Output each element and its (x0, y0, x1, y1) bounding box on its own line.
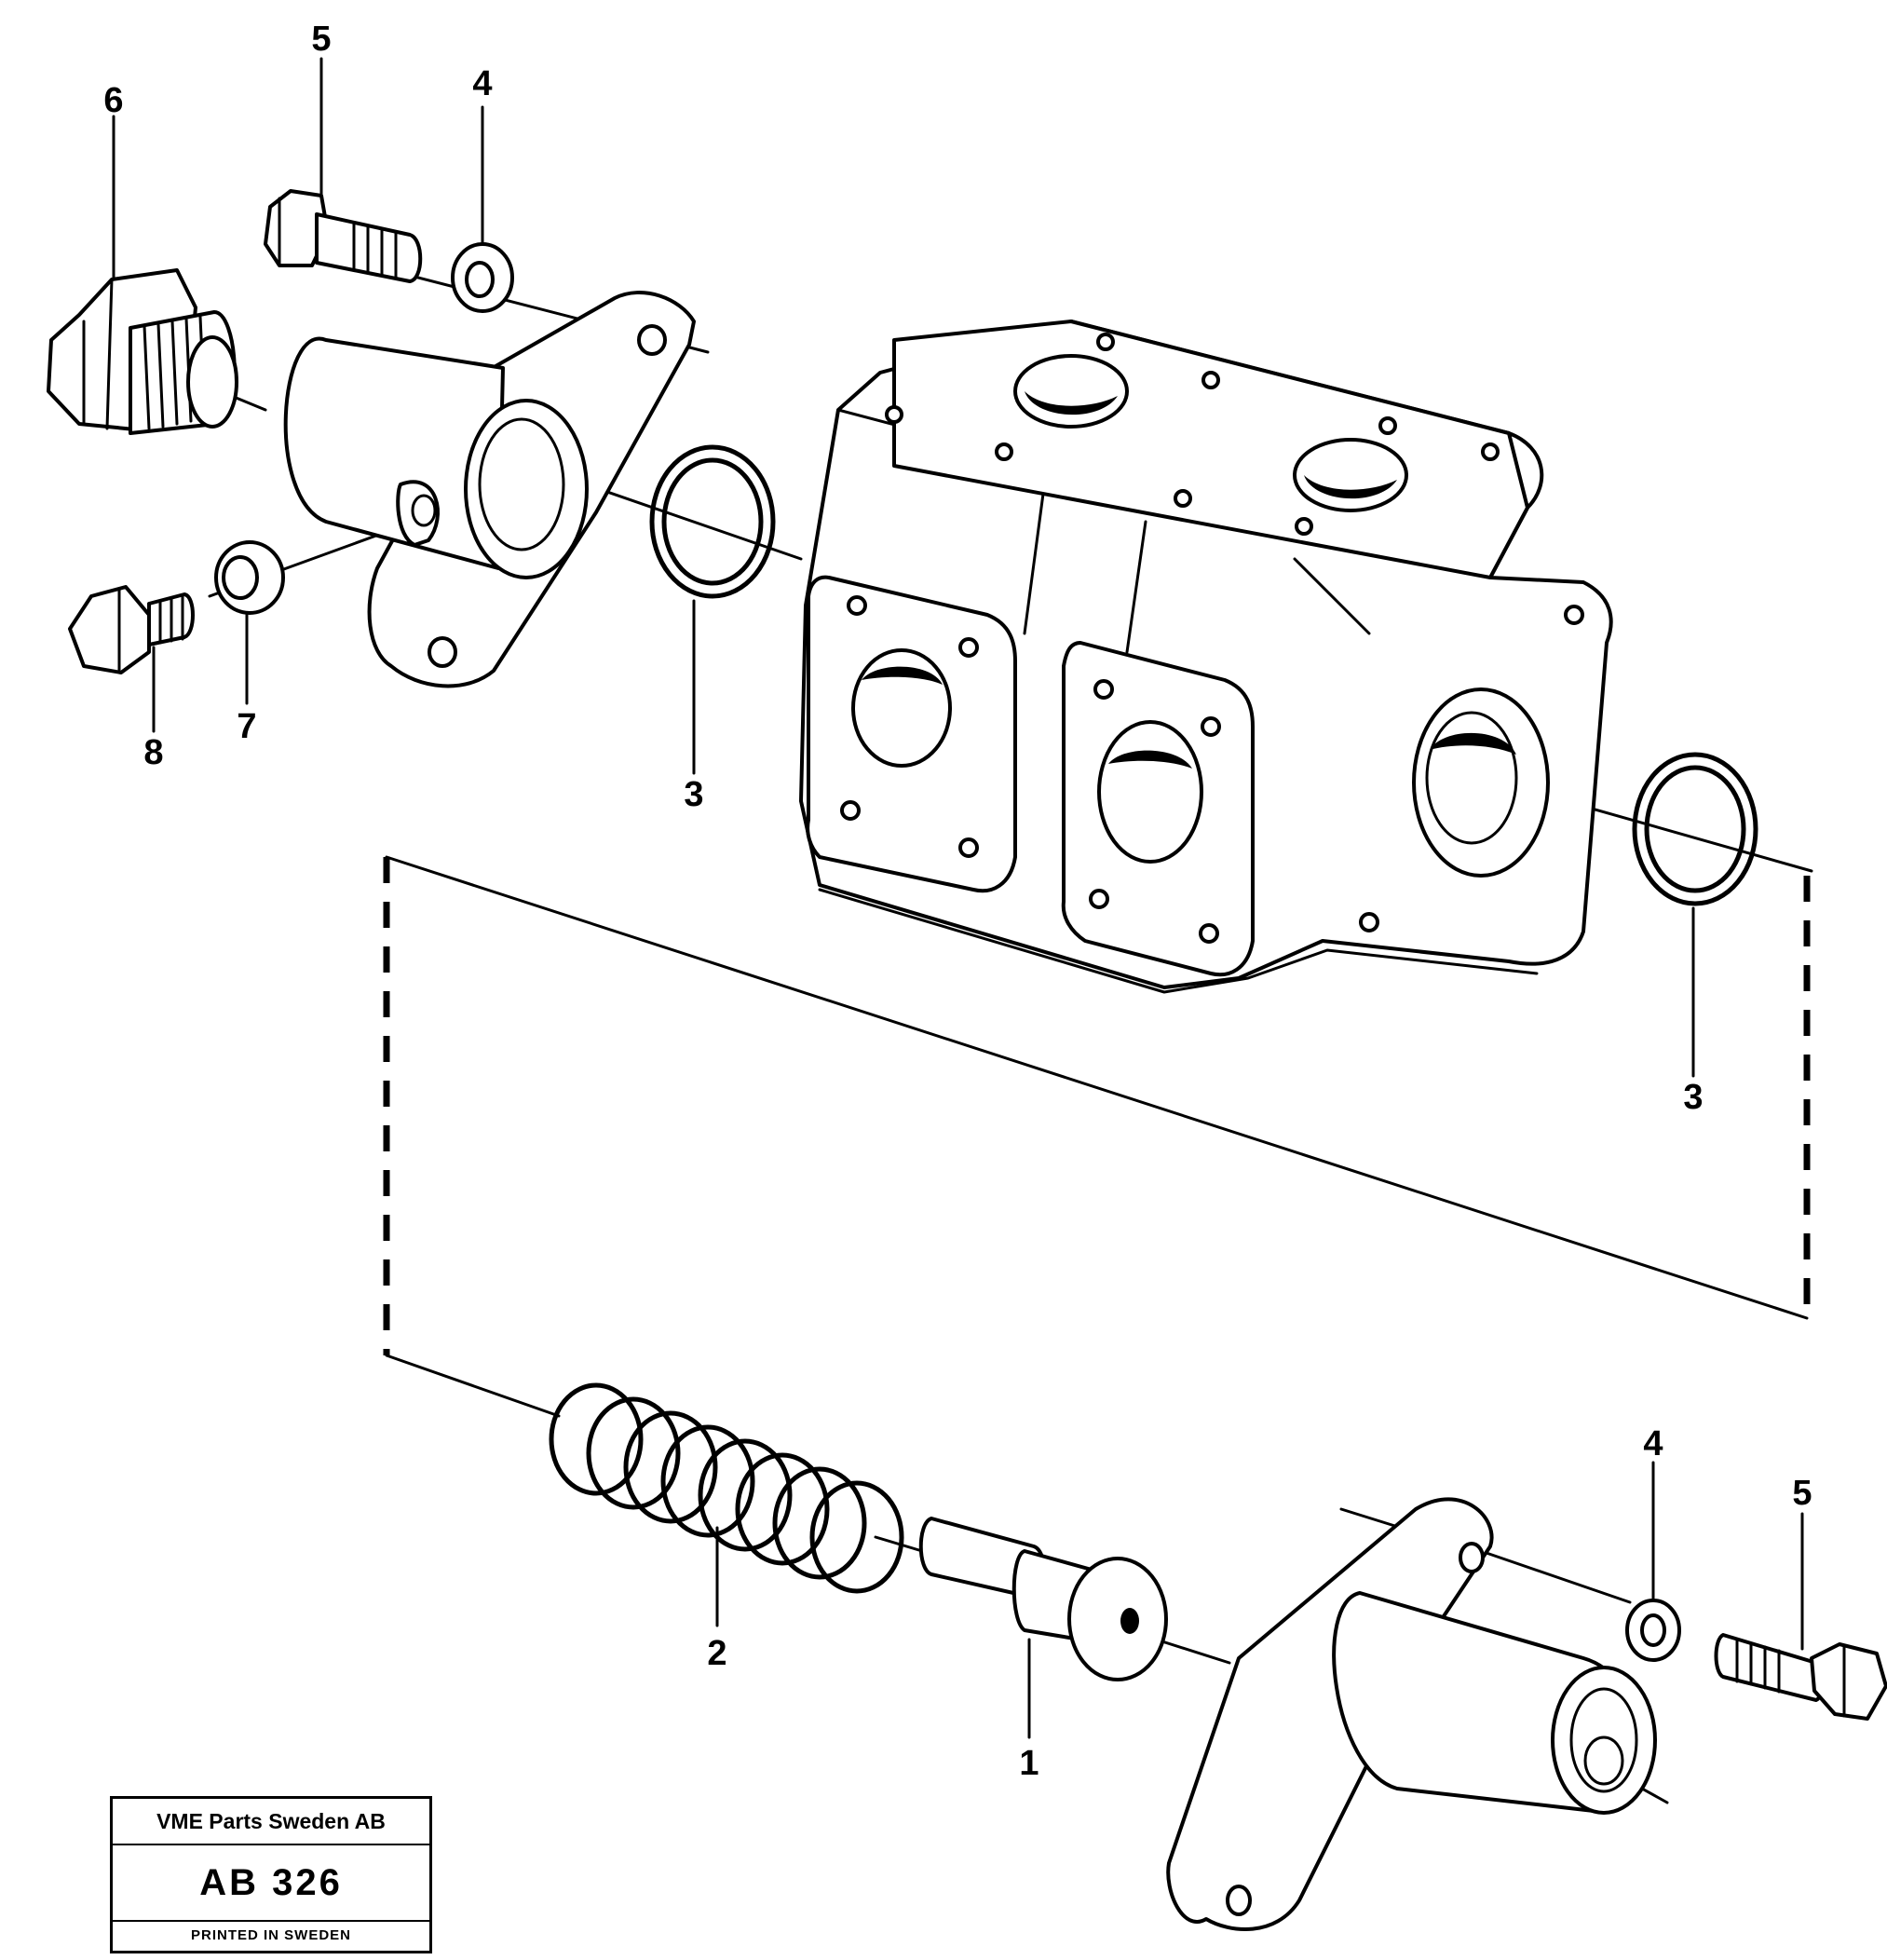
lower-valve-cover (1166, 1497, 1657, 1932)
callout-4-upper: 4 (472, 64, 493, 103)
callout-5-lower: 5 (1792, 1474, 1812, 1513)
part-3-oring-left (649, 444, 776, 599)
stamp-printed: PRINTED IN SWEDEN (190, 1927, 351, 1943)
part-5-bolt-lower (1714, 1633, 1887, 1721)
valve-housing (799, 320, 1613, 994)
part-7-seal-washer (214, 540, 285, 615)
callout-1: 1 (1019, 1744, 1039, 1783)
stamp-drawing-code: AB 326 (113, 1845, 429, 1922)
part-8-bolt (68, 585, 195, 674)
part-4-washer-upper (451, 242, 514, 313)
part-6-plug (47, 268, 238, 435)
assembly-bracket-lines (383, 855, 1811, 1418)
callout-5-upper: 5 (311, 20, 332, 59)
title-stamp: VME Parts Sweden AB AB 326 PRINTED IN SW… (110, 1796, 432, 1953)
callout-8: 8 (143, 733, 164, 772)
callout-4-lower: 4 (1643, 1424, 1663, 1463)
stamp-company: VME Parts Sweden AB (113, 1799, 429, 1845)
part-5-bolt-upper (264, 189, 423, 283)
callout-2: 2 (707, 1634, 727, 1673)
upper-valve-cover (283, 291, 696, 688)
callout-3-right: 3 (1683, 1078, 1704, 1117)
part-1-piston (918, 1517, 1168, 1681)
part-2-spring (549, 1382, 904, 1594)
part-3-oring-right (1632, 752, 1758, 906)
callout-7: 7 (237, 707, 257, 746)
part-4-washer-lower (1625, 1599, 1681, 1662)
callout-6: 6 (103, 81, 124, 120)
leader-lines (112, 57, 1804, 1739)
callout-3-left: 3 (684, 775, 704, 814)
